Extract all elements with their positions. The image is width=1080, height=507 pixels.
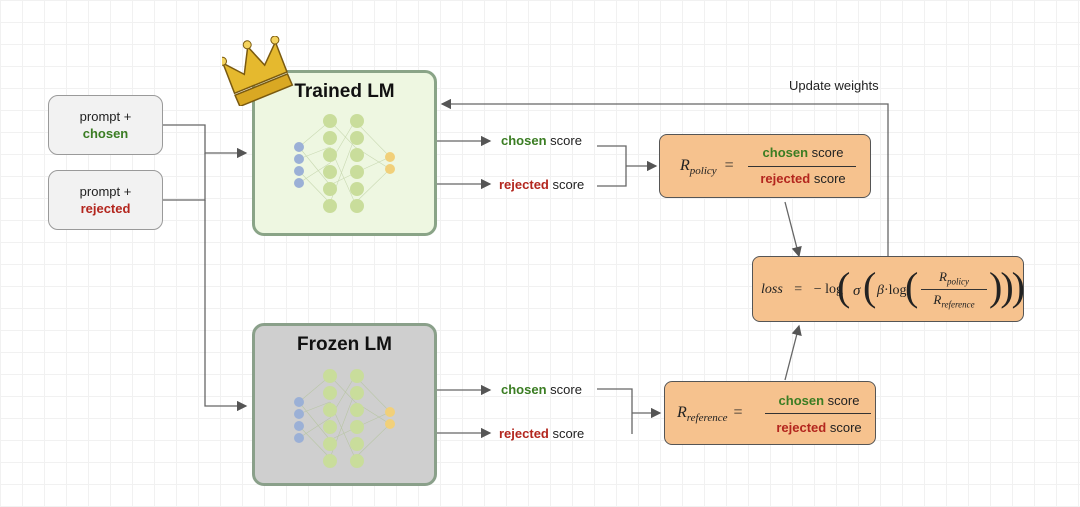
neural-network-icon [294, 114, 395, 213]
score-word: score [827, 393, 860, 408]
paren-open: ( [863, 264, 877, 309]
input-prompt-rejected: prompt + rejected [48, 170, 163, 230]
reference-ratio-symbol: Rreference = [677, 404, 743, 424]
loss-label: loss [761, 282, 783, 297]
neural-network-icon [294, 369, 395, 468]
r-subscript: reference [941, 299, 975, 310]
score-word: score [813, 171, 846, 186]
score-word: score [550, 133, 582, 148]
rejected-word: rejected [499, 177, 549, 192]
score-word: score [550, 382, 582, 397]
r-subscript: reference [686, 412, 728, 425]
input-prompt-text: prompt + [79, 184, 132, 199]
r-symbol: R [933, 292, 942, 307]
crown-icon [222, 36, 294, 106]
paren-close: ))) [989, 264, 1025, 309]
policy-denominator: rejected score [748, 171, 858, 186]
policy-ratio-symbol: Rpolicy = [680, 157, 734, 177]
r-symbol: R [677, 404, 687, 421]
reference-ratio-box: Rreference = chosen score rejected score [664, 381, 876, 445]
frozen-lm-title: Frozen LM [297, 334, 392, 355]
rejected-word: rejected [760, 171, 811, 186]
score-word: score [552, 426, 585, 441]
equals-sign: = [794, 282, 803, 297]
arrow-update-weights [440, 98, 889, 256]
fraction-line [765, 413, 871, 414]
trained-chosen-score: chosen score [501, 133, 582, 148]
reference-denominator: rejected score [765, 420, 873, 435]
score-word: score [552, 177, 585, 192]
loss-numerator: Rpolicy [921, 269, 987, 287]
input-chosen-text: chosen [82, 126, 129, 141]
frozen-chosen-score: chosen score [501, 382, 582, 397]
paren-open: ( [837, 264, 851, 309]
fraction-line [748, 166, 856, 167]
arrow-chosen-to-trained [163, 124, 248, 159]
policy-numerator: chosen score [748, 145, 858, 160]
trained-rejected-score: rejected score [499, 177, 584, 192]
loss-denominator: Rreference [917, 292, 991, 310]
policy-ratio-box: Rpolicy = chosen score rejected score [659, 134, 871, 198]
dot-symbol: · [883, 283, 889, 298]
loss-formula-left: loss = − log [761, 282, 843, 298]
beta-log: β·log [877, 283, 907, 299]
score-word: score [811, 145, 844, 160]
beta-symbol: β [877, 283, 884, 298]
update-weights-label: Update weights [789, 78, 879, 93]
paren-open: ( [905, 264, 919, 309]
neg-log: − log [813, 282, 843, 297]
r-subscript: policy [946, 276, 969, 287]
r-symbol: R [680, 157, 690, 174]
input-rejected-text: rejected [80, 201, 131, 216]
equals-sign: = [724, 157, 734, 174]
fraction-line [921, 289, 987, 290]
rejected-word: rejected [776, 420, 827, 435]
reference-numerator: chosen score [765, 393, 873, 408]
r-subscript: policy [689, 165, 717, 178]
sigma-symbol: σ [853, 283, 861, 299]
rejected-word: rejected [499, 426, 549, 441]
score-word: score [829, 420, 862, 435]
frozen-lm-box: Frozen LM [252, 323, 437, 486]
trained-lm-box: Trained LM [252, 70, 437, 236]
chosen-word: chosen [501, 133, 547, 148]
r-symbol: R [939, 269, 947, 284]
log-word: log [888, 283, 907, 298]
trained-lm-title: Trained LM [294, 81, 395, 102]
input-prompt-text: prompt + [79, 109, 132, 124]
frozen-rejected-score: rejected score [499, 426, 584, 441]
loss-box: loss = − log ( σ ( β·log ( Rpolicy Rrefe… [752, 256, 1025, 322]
chosen-word: chosen [778, 393, 825, 408]
chosen-word: chosen [501, 382, 547, 397]
input-prompt-chosen: prompt + chosen [48, 95, 163, 155]
arrow-to-frozen [204, 200, 248, 412]
equals-sign: = [733, 404, 743, 421]
chosen-word: chosen [762, 145, 809, 160]
